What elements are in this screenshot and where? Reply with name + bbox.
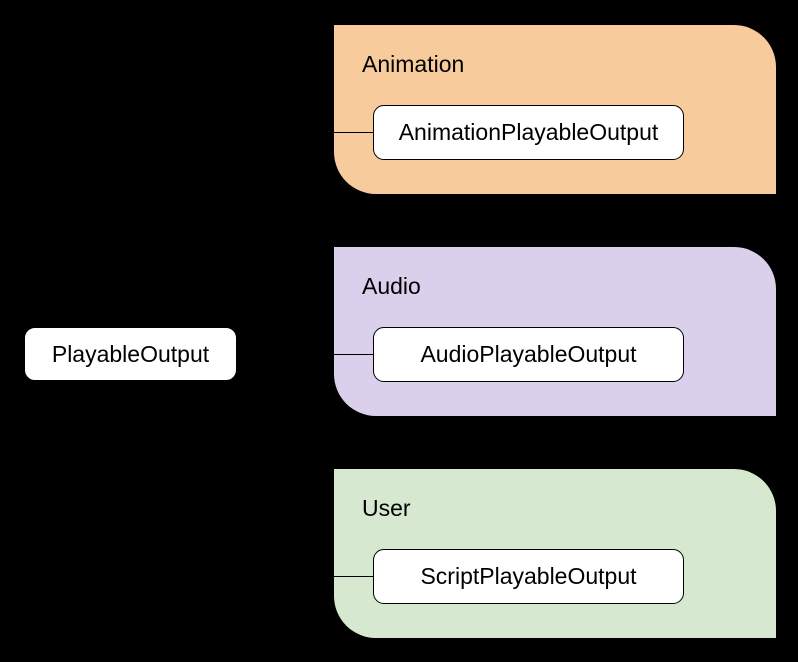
- class-node-script-playable-output[interactable]: ScriptPlayableOutput: [373, 549, 684, 604]
- connector-user: [334, 576, 373, 577]
- connector-audio: [334, 354, 373, 355]
- package-user-label: User: [362, 495, 411, 521]
- class-node-playable-output-label: PlayableOutput: [51, 340, 210, 367]
- class-node-script-playable-output-label: ScriptPlayableOutput: [420, 563, 637, 589]
- class-node-playable-output[interactable]: PlayableOutput: [24, 327, 237, 381]
- class-node-audio-playable-output[interactable]: AudioPlayableOutput: [373, 327, 684, 382]
- class-node-audio-playable-output-label: AudioPlayableOutput: [420, 341, 637, 367]
- package-audio-label: Audio: [362, 273, 421, 299]
- class-node-animation-playable-output[interactable]: AnimationPlayableOutput: [373, 105, 684, 160]
- connector-animation: [334, 132, 373, 133]
- package-animation-label: Animation: [362, 51, 465, 77]
- class-node-animation-playable-output-label: AnimationPlayableOutput: [398, 119, 659, 145]
